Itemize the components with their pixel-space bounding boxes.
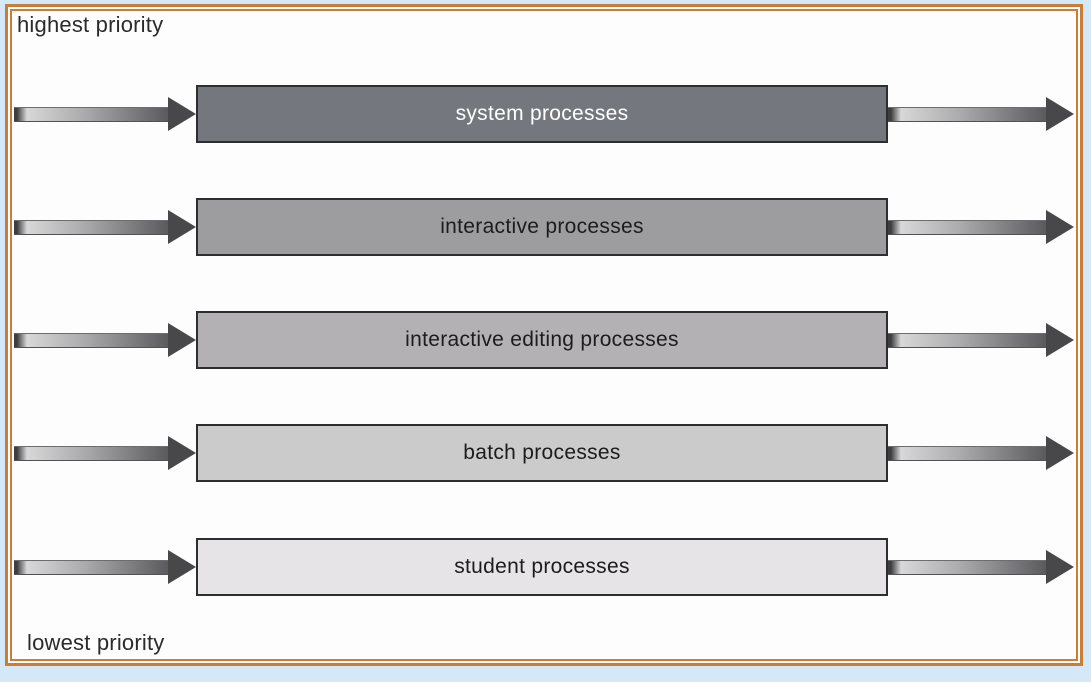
arrow-shaft — [14, 559, 170, 575]
incoming-arrow — [14, 538, 196, 596]
diagram-canvas: highest priority system processes — [10, 9, 1078, 661]
arrow-head-icon — [1046, 210, 1074, 244]
arrow-head-icon — [1046, 97, 1074, 131]
queue-label: batch processes — [463, 441, 621, 464]
arrow-head-icon — [1046, 436, 1074, 470]
outgoing-arrow — [888, 311, 1074, 369]
arrow-shaft — [888, 106, 1048, 122]
queue-label: interactive processes — [440, 215, 644, 238]
arrow-head-icon — [1046, 550, 1074, 584]
queue-label: student processes — [454, 555, 630, 578]
incoming-arrow — [14, 85, 196, 143]
arrow-head-icon — [168, 436, 196, 470]
queue-row-interactive: interactive processes — [14, 198, 1074, 256]
diagram-outer-border: highest priority system processes — [5, 4, 1083, 666]
outgoing-arrow — [888, 85, 1074, 143]
queue-box-student-processes: student processes — [196, 538, 888, 596]
incoming-arrow — [14, 198, 196, 256]
queue-row-student: student processes — [14, 538, 1074, 596]
arrow-shaft — [14, 219, 170, 235]
queue-label: interactive editing processes — [405, 328, 679, 351]
arrow-head-icon — [1046, 323, 1074, 357]
lowest-priority-label: lowest priority — [27, 630, 165, 655]
incoming-arrow — [14, 311, 196, 369]
arrow-head-icon — [168, 97, 196, 131]
arrow-shaft — [14, 106, 170, 122]
arrow-shaft — [888, 559, 1048, 575]
arrow-shaft — [888, 445, 1048, 461]
arrow-shaft — [888, 332, 1048, 348]
arrow-shaft — [14, 445, 170, 461]
outgoing-arrow — [888, 538, 1074, 596]
arrow-head-icon — [168, 550, 196, 584]
queue-label: system processes — [455, 102, 629, 125]
outgoing-arrow — [888, 198, 1074, 256]
arrow-head-icon — [168, 210, 196, 244]
arrow-shaft — [14, 332, 170, 348]
arrow-head-icon — [168, 323, 196, 357]
queue-row-batch: batch processes — [14, 424, 1074, 482]
outgoing-arrow — [888, 424, 1074, 482]
queue-box-batch-processes: batch processes — [196, 424, 888, 482]
queue-row-interactive-editing: interactive editing processes — [14, 311, 1074, 369]
queue-box-interactive-processes: interactive processes — [196, 198, 888, 256]
queue-row-system: system processes — [14, 85, 1074, 143]
queue-box-interactive-editing-processes: interactive editing processes — [196, 311, 888, 369]
arrow-shaft — [888, 219, 1048, 235]
queue-box-system-processes: system processes — [196, 85, 888, 143]
incoming-arrow — [14, 424, 196, 482]
highest-priority-label: highest priority — [17, 12, 164, 37]
